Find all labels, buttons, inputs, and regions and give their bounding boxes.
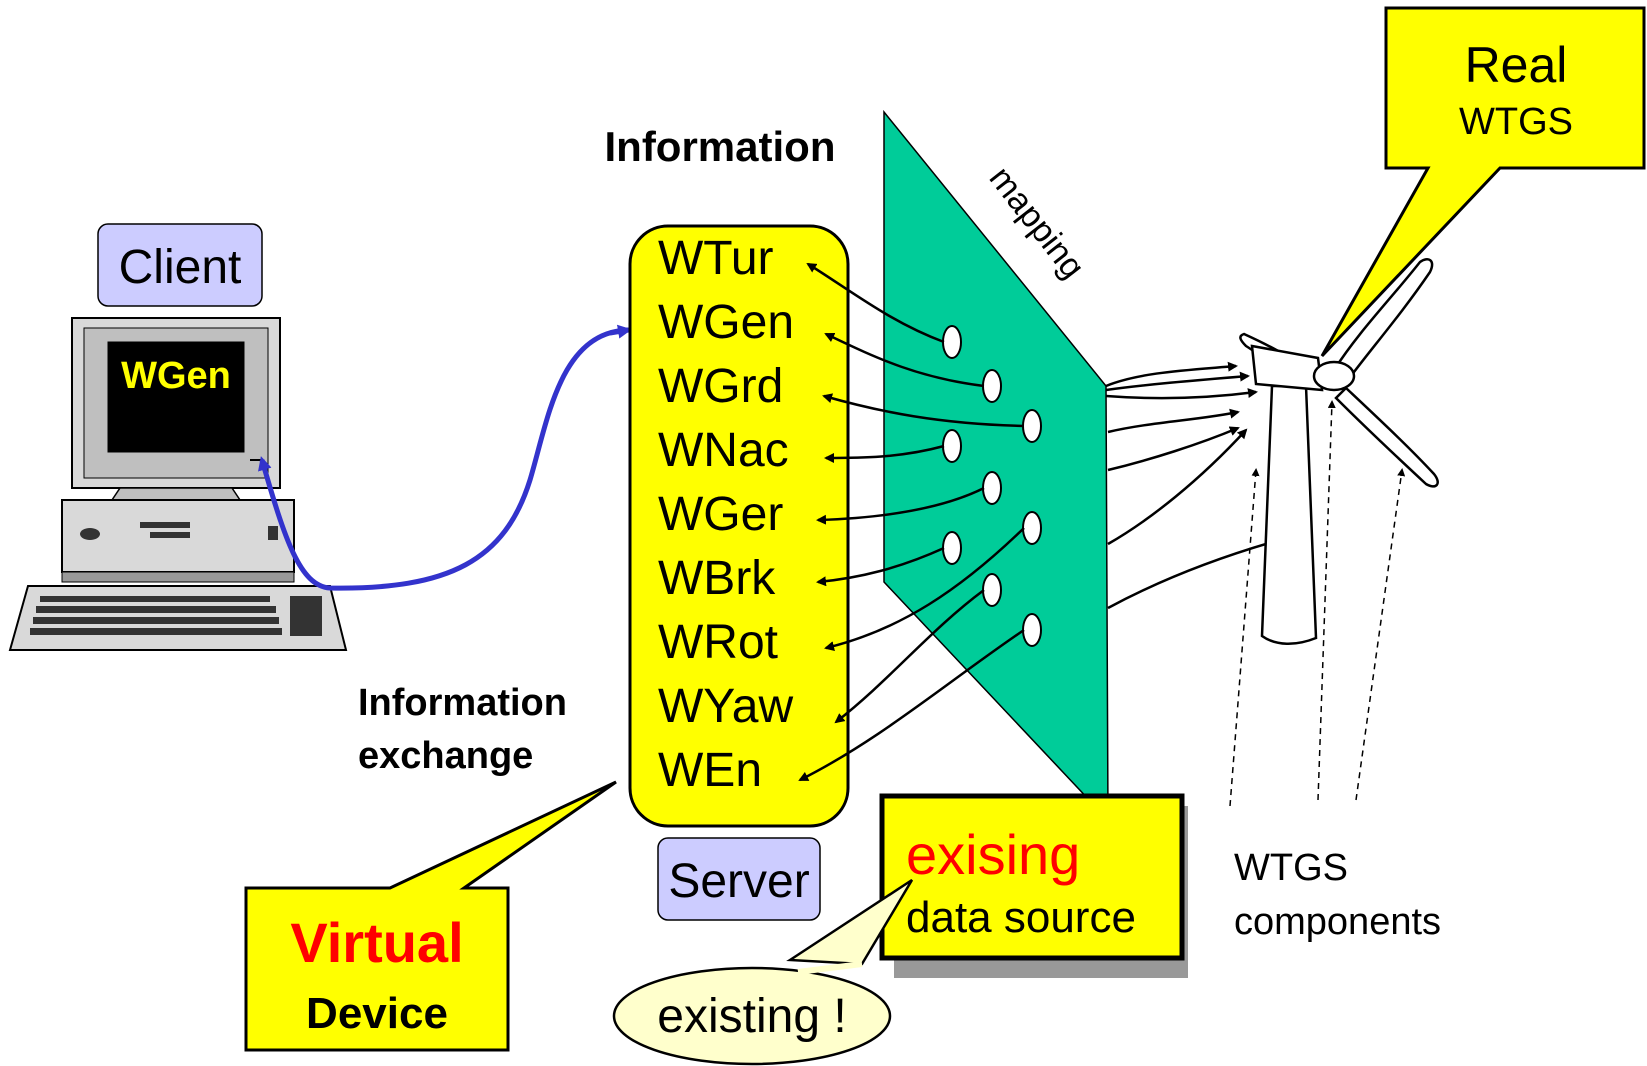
- mapping-point: [1022, 613, 1042, 647]
- logical-node: WGen: [658, 296, 794, 349]
- component-arrows: [1229, 400, 1406, 807]
- wtgs-components-line2: components: [1234, 901, 1441, 943]
- mapping-point: [982, 471, 1002, 505]
- mapping-arrow: [824, 527, 1025, 651]
- logical-node: WEn: [658, 744, 762, 797]
- mapping-point: [942, 531, 962, 565]
- client-computer: [8, 317, 348, 651]
- information-label: Information: [605, 123, 836, 170]
- existing-callout: existing !: [612, 878, 914, 1066]
- real-wtgs-callout: Real WTGS: [1320, 6, 1646, 358]
- mapping-point: [942, 429, 962, 463]
- turbine-link-arrows: [1105, 361, 1296, 610]
- logical-node: WBrk: [658, 552, 776, 605]
- component-arrow: [1317, 400, 1336, 801]
- svg-text:data source: data source: [906, 893, 1136, 942]
- mapping-point: [1022, 409, 1042, 443]
- svg-text:Device: Device: [306, 989, 448, 1038]
- turbine-link-arrow: [1107, 408, 1240, 434]
- logical-node: WYaw: [658, 680, 793, 733]
- svg-text:WTGS: WTGS: [1459, 101, 1573, 143]
- client-screen-label: WGen: [121, 355, 231, 397]
- mapping-arrow: [824, 332, 985, 388]
- turbine-link-arrow: [1105, 388, 1258, 400]
- turbine-link-arrow: [1107, 428, 1248, 546]
- logical-node: WGrd: [658, 360, 783, 413]
- turbine-link-arrow: [1107, 426, 1240, 472]
- server-label: Server: [657, 837, 821, 921]
- mapping-arrow: [816, 546, 945, 587]
- logical-node: WGer: [658, 488, 783, 541]
- svg-text:Real: Real: [1465, 37, 1568, 93]
- logical-node: WTur: [658, 232, 774, 285]
- information-exchange-line1: Information: [358, 682, 567, 724]
- mapping-arrow: [822, 393, 1025, 428]
- mapping-arrows: [798, 262, 1025, 782]
- svg-text:Client: Client: [119, 241, 242, 294]
- svg-text:Virtual: Virtual: [290, 911, 463, 974]
- mapping-arrow: [834, 588, 985, 724]
- information-exchange-line2: exchange: [358, 735, 533, 777]
- mapping-arrow: [816, 486, 985, 525]
- wind-turbine: [1239, 258, 1439, 645]
- svg-text:existing !: existing !: [657, 990, 846, 1043]
- svg-text:Server: Server: [668, 855, 809, 908]
- mapping-arrow: [798, 628, 1025, 782]
- component-arrow: [1355, 468, 1406, 801]
- information-exchange-arrow: [258, 327, 631, 591]
- wtgs-components-line1: WTGS: [1234, 847, 1348, 889]
- mapping-point: [982, 369, 1002, 403]
- mapping-point: [942, 325, 962, 359]
- svg-text:WGen: WGen: [121, 355, 231, 397]
- client-label: Client: [97, 223, 263, 307]
- mapping-arrow: [806, 262, 945, 344]
- component-arrow: [1229, 468, 1260, 807]
- turbine-link-arrow: [1105, 371, 1250, 392]
- mapping-arrow: [824, 444, 945, 463]
- logical-node-box: [628, 224, 850, 828]
- mapping-points: [942, 325, 1042, 647]
- data-source-box: exising data source: [879, 793, 1188, 978]
- logical-node: WRot: [658, 616, 778, 669]
- turbine-link-arrow: [1105, 361, 1238, 388]
- mapping-point: [982, 573, 1002, 607]
- mapping-point: [1022, 511, 1042, 545]
- logical-node: WNac: [658, 424, 789, 477]
- mapping-plane: [883, 109, 1109, 822]
- virtual-device-callout: Virtual Device: [244, 780, 617, 1052]
- logical-node-list: WTur WGen WGrd WNac WGer WBrk WRot WYaw …: [658, 232, 794, 797]
- svg-text:exising: exising: [906, 823, 1080, 886]
